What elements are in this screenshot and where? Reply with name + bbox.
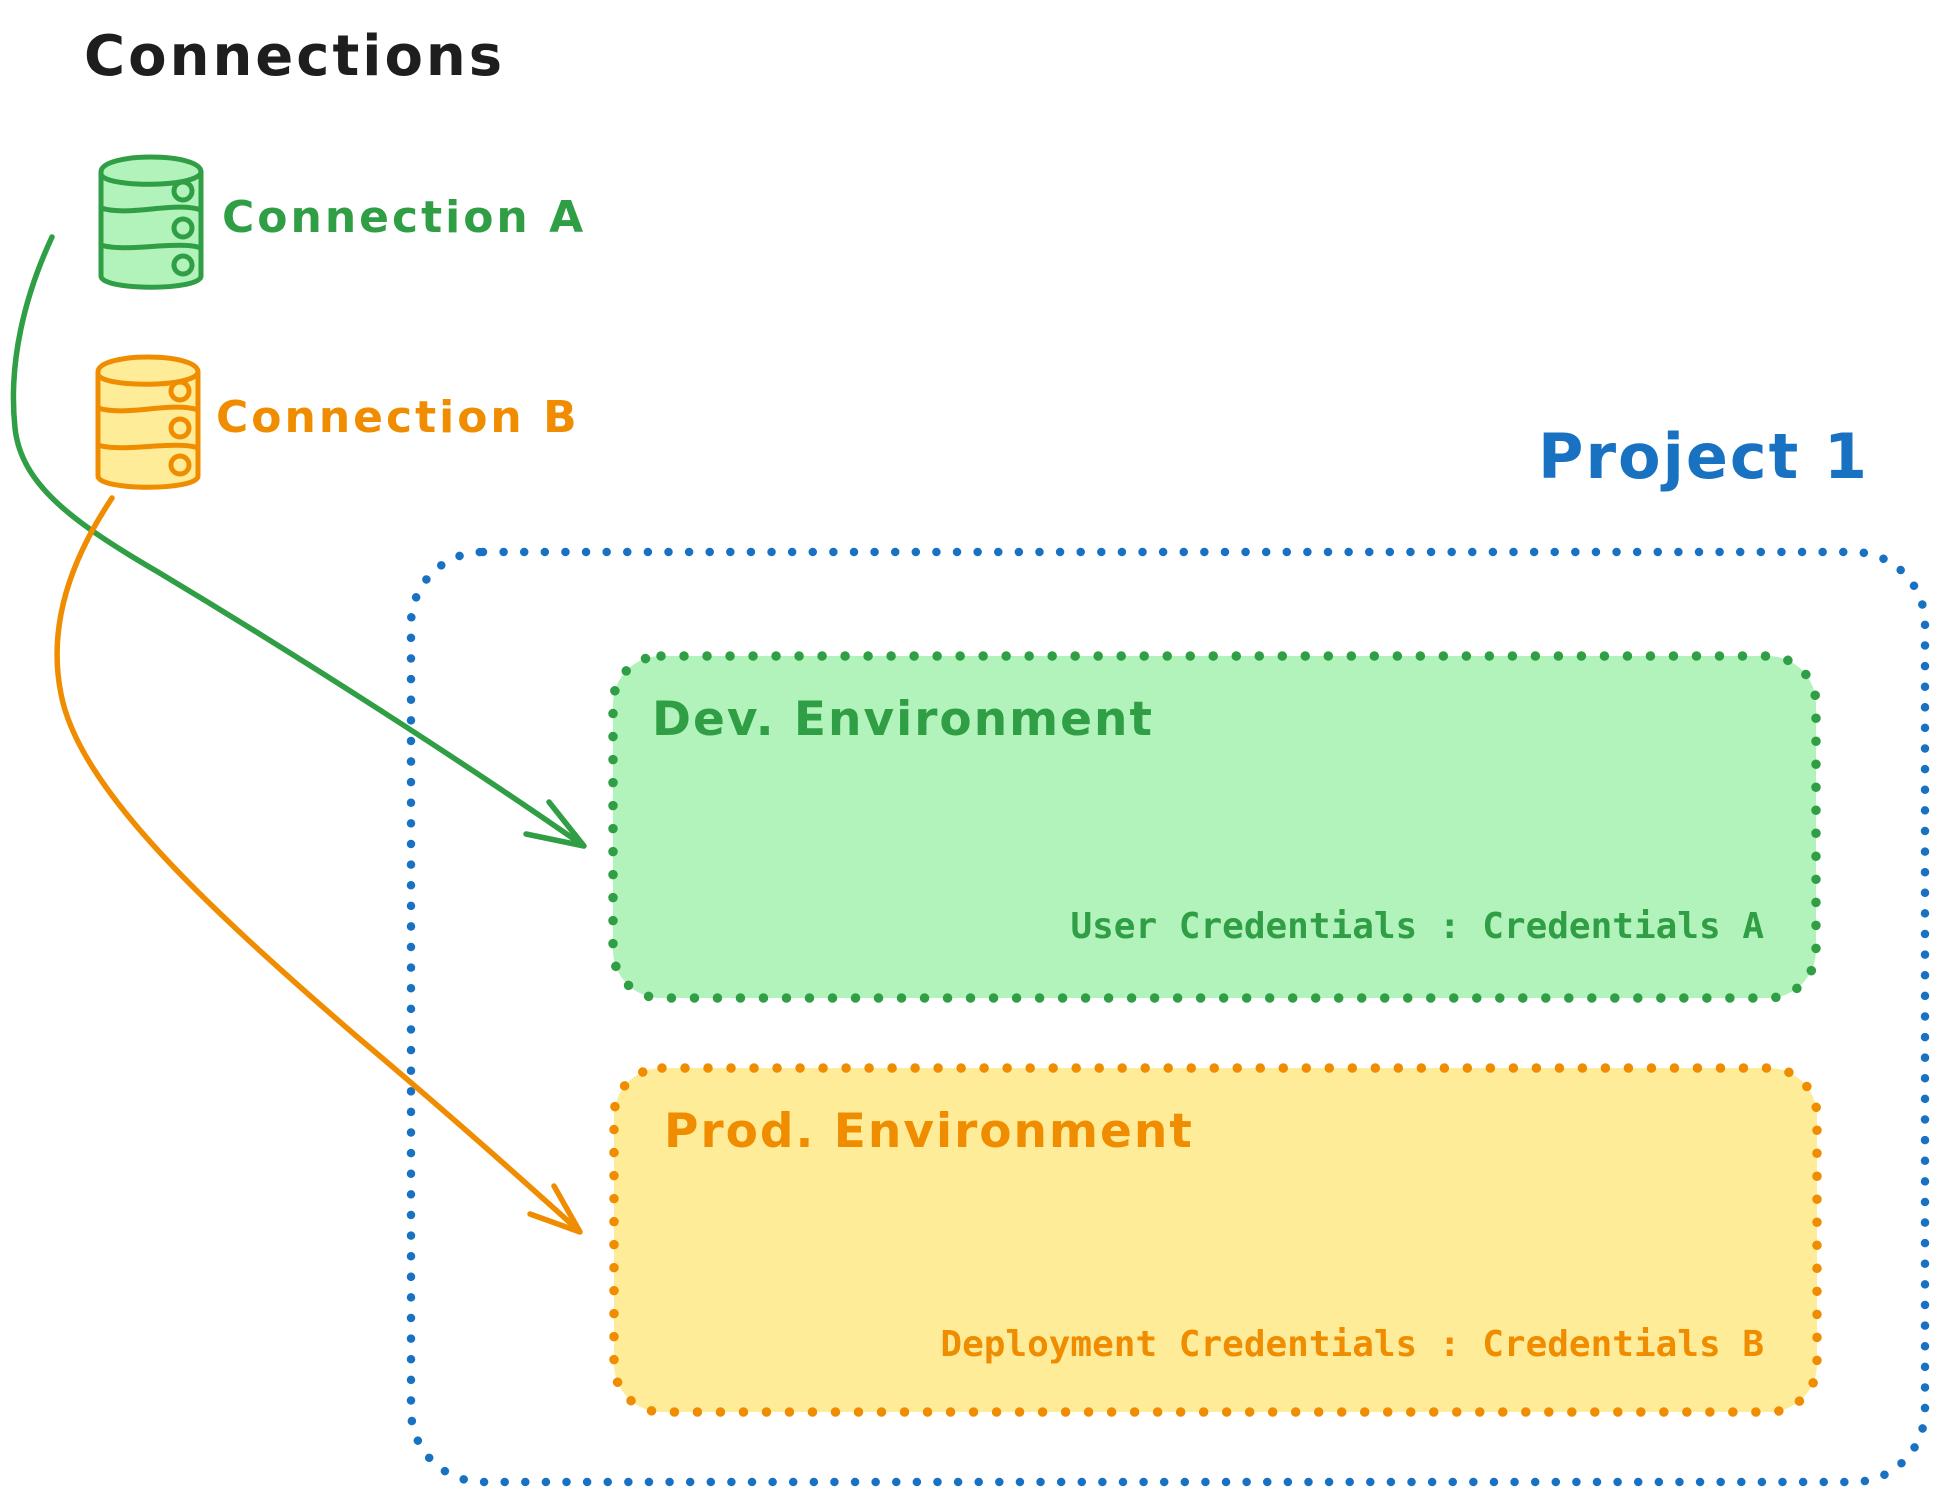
connection-b-arrowhead-icon (527, 1183, 583, 1235)
dev-environment-title: Dev. Environment (652, 692, 1154, 747)
connection-a-arrow (10, 234, 587, 849)
database-a-divider-2 (98, 242, 204, 251)
database-b-top-ellipse (95, 369, 201, 387)
connection-b-label: Connection B (216, 392, 580, 443)
database-b-led-2 (168, 416, 192, 440)
database-b-led-1 (168, 379, 192, 403)
database-b-divider-2 (95, 442, 201, 451)
database-a-led-3 (171, 253, 195, 277)
dev-environment-box (608, 651, 1821, 1003)
project-title: Project 1 (1538, 420, 1870, 493)
prod-environment-box (609, 1063, 1822, 1417)
dev-environment-fill (608, 651, 1821, 1003)
database-icon-connection-a (98, 154, 204, 290)
project-box-border (406, 547, 1930, 1487)
prod-environment-title: Prod. Environment (664, 1104, 1194, 1159)
database-a-outline (98, 154, 204, 290)
dev-environment-credentials: User Credentials : Credentials A (1070, 906, 1764, 947)
database-a-divider-1 (98, 204, 204, 214)
connection-a-arrow-line (10, 234, 584, 847)
connection-a-arrowhead-icon (523, 799, 587, 849)
database-a-led-1 (171, 179, 195, 203)
database-b-outline (95, 354, 201, 490)
diagram-title: Connections (84, 24, 506, 89)
connection-b-arrow-line (54, 495, 580, 1232)
database-a-top-ellipse (98, 169, 204, 187)
prod-environment-fill (609, 1063, 1822, 1417)
prod-environment-credentials: Deployment Credentials : Credentials B (940, 1324, 1764, 1365)
connection-a-label: Connection A (222, 192, 587, 243)
connection-b-arrow (54, 495, 583, 1235)
database-b-divider-1 (95, 404, 201, 414)
database-a-led-2 (171, 216, 195, 240)
database-b-led-3 (168, 453, 192, 477)
database-icon-connection-b (95, 354, 201, 490)
